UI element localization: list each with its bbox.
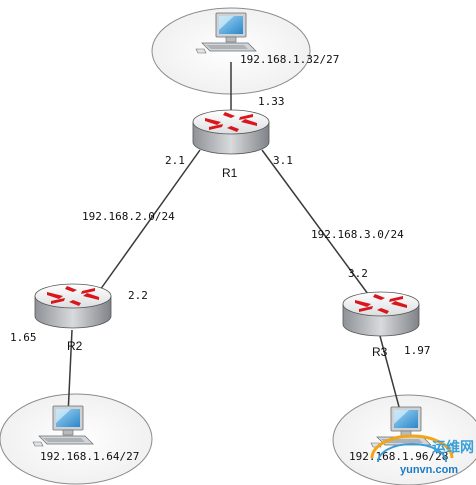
watermark-chinese-text: 运维网 bbox=[432, 439, 474, 455]
r1-to-r2-interface-label: 2.1 bbox=[165, 154, 185, 167]
router-r2-icon bbox=[34, 283, 112, 329]
router-r3-icon bbox=[342, 291, 420, 337]
r3-lan-interface-label: 1.97 bbox=[404, 344, 431, 357]
top-subnet-label: 192.168.1.32/27 bbox=[240, 53, 339, 66]
r1-to-r3-interface-label: 3.1 bbox=[273, 154, 293, 167]
watermark-url-text: yunvn.com bbox=[400, 464, 458, 476]
link-r3-lan bbox=[379, 335, 403, 419]
router-r2-label: R2 bbox=[67, 339, 83, 353]
router-r1-icon bbox=[192, 109, 270, 155]
router-r1-label: R1 bbox=[222, 166, 238, 180]
link-r1-r3 bbox=[261, 149, 369, 295]
r1-lan-interface-label: 1.33 bbox=[258, 95, 285, 108]
link-r1-r2 bbox=[99, 149, 201, 291]
r2-lan-interface-label: 1.65 bbox=[10, 331, 37, 344]
router-r3-label: R3 bbox=[372, 345, 388, 359]
r3-to-r1-interface-label: 3.2 bbox=[348, 267, 368, 280]
r1-r3-network-label: 192.168.3.0/24 bbox=[311, 228, 404, 241]
r1-r2-network-label: 192.168.2.0/24 bbox=[82, 210, 175, 223]
watermark-logo: 运维网 yunvn.com bbox=[370, 434, 474, 476]
link-r2-lan bbox=[67, 329, 73, 416]
r2-to-r1-interface-label: 2.2 bbox=[128, 289, 148, 302]
left-subnet-label: 192.168.1.64/27 bbox=[40, 450, 139, 463]
